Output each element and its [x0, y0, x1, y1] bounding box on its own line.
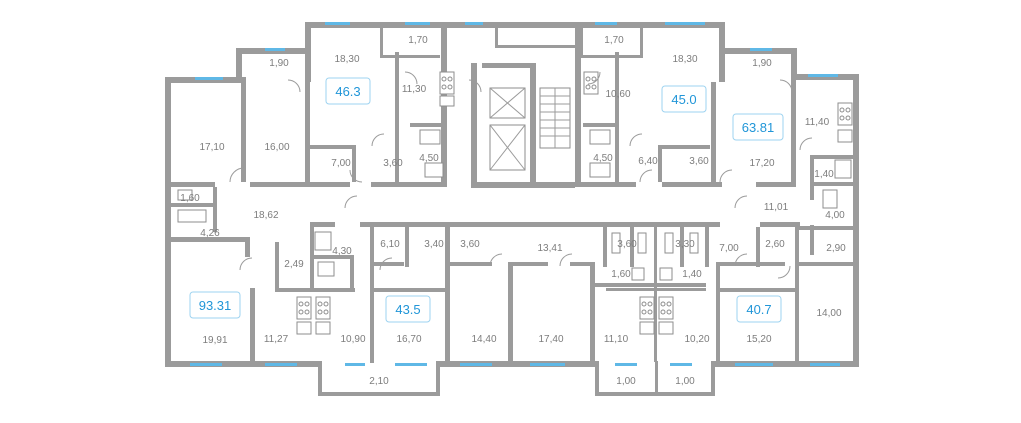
room-area-label: 18,62: [253, 210, 278, 221]
room-area-label: 1,70: [408, 35, 428, 46]
room-area-label: 2,49: [284, 259, 304, 270]
room-area-label: 4,50: [419, 153, 439, 164]
room-area-label: 3,60: [689, 156, 709, 167]
room-area-label: 1,40: [814, 169, 834, 180]
room-area-label: 16,70: [396, 334, 421, 345]
room-area-label: 19,91: [202, 335, 227, 346]
room-area-label: 1,00: [616, 376, 636, 387]
room-area-label: 11,27: [264, 334, 289, 345]
room-area-label: 18,30: [672, 54, 697, 65]
room-area-label: 3,60: [617, 239, 637, 250]
room-area-label: 1,90: [269, 58, 289, 69]
room-area-label: 3,40: [424, 239, 444, 250]
room-area-label: 3,60: [383, 158, 403, 169]
room-area-label: 11,30: [402, 84, 427, 95]
room-area-label: 10,20: [684, 334, 709, 345]
room-area-label: 4,26: [200, 228, 220, 239]
room-area-label: 1,40: [682, 269, 702, 280]
room-area-label: 2,60: [765, 239, 785, 250]
room-area-label: 3,60: [460, 239, 480, 250]
stair-core: [489, 87, 571, 171]
room-area-label: 17,10: [199, 142, 224, 153]
apartment-badge[interactable]: 93.31: [189, 291, 241, 319]
room-area-label: 10,90: [340, 334, 365, 345]
walls: [165, 22, 859, 396]
room-area-label: 1,70: [604, 35, 624, 46]
room-area-label: 7,00: [719, 243, 739, 254]
apartment-badge[interactable]: 46.3: [325, 77, 371, 105]
room-area-label: 4,50: [593, 153, 613, 164]
room-area-label: 14,00: [816, 308, 841, 319]
room-area-label: 10,60: [605, 89, 630, 100]
room-area-label: 17,40: [538, 334, 563, 345]
apartment-badges: 46.3 45.0 63.81 93.31 43.5 40.7: [189, 77, 784, 323]
room-area-label: 2,10: [369, 376, 389, 387]
apartment-area-label: 43.5: [395, 302, 420, 317]
fixtures: [177, 71, 853, 335]
room-area-label: 11,10: [604, 334, 629, 345]
room-labels: 1,90 18,30 1,70 1,70 18,30 1,90 11,30 10…: [180, 35, 846, 387]
room-area-label: 18,30: [334, 54, 359, 65]
apartment-area-label: 93.31: [199, 298, 232, 313]
apartment-area-label: 63.81: [742, 120, 775, 135]
room-area-label: 3,30: [675, 239, 695, 250]
apartment-area-label: 45.0: [671, 92, 696, 107]
doors: [229, 71, 813, 279]
apartment-area-label: 40.7: [746, 302, 771, 317]
room-area-label: 13,41: [537, 243, 562, 254]
room-area-label: 1,00: [675, 376, 695, 387]
apartment-badge[interactable]: 45.0: [661, 85, 707, 113]
room-area-label: 6,10: [380, 239, 400, 250]
stair-treads: [540, 88, 570, 148]
room-area-label: 1,60: [180, 193, 200, 204]
room-area-label: 7,00: [331, 158, 351, 169]
apartment-area-label: 46.3: [335, 84, 360, 99]
room-area-label: 4,00: [825, 210, 845, 221]
apartment-badge[interactable]: 63.81: [732, 113, 784, 141]
room-area-label: 11,40: [805, 117, 830, 128]
apartment-badge[interactable]: 40.7: [736, 295, 782, 323]
room-area-label: 2,90: [826, 243, 846, 254]
room-area-label: 15,20: [746, 334, 771, 345]
room-area-label: 14,40: [471, 334, 496, 345]
room-area-label: 17,20: [749, 158, 774, 169]
windows: [190, 22, 840, 366]
room-area-label: 1,90: [752, 58, 772, 69]
apartment-badge[interactable]: 43.5: [385, 295, 431, 323]
room-area-label: 16,00: [264, 142, 289, 153]
room-area-label: 6,40: [638, 156, 658, 167]
room-area-label: 11,01: [764, 202, 789, 213]
room-area-label: 4,30: [332, 246, 352, 257]
room-area-label: 1,60: [611, 269, 631, 280]
